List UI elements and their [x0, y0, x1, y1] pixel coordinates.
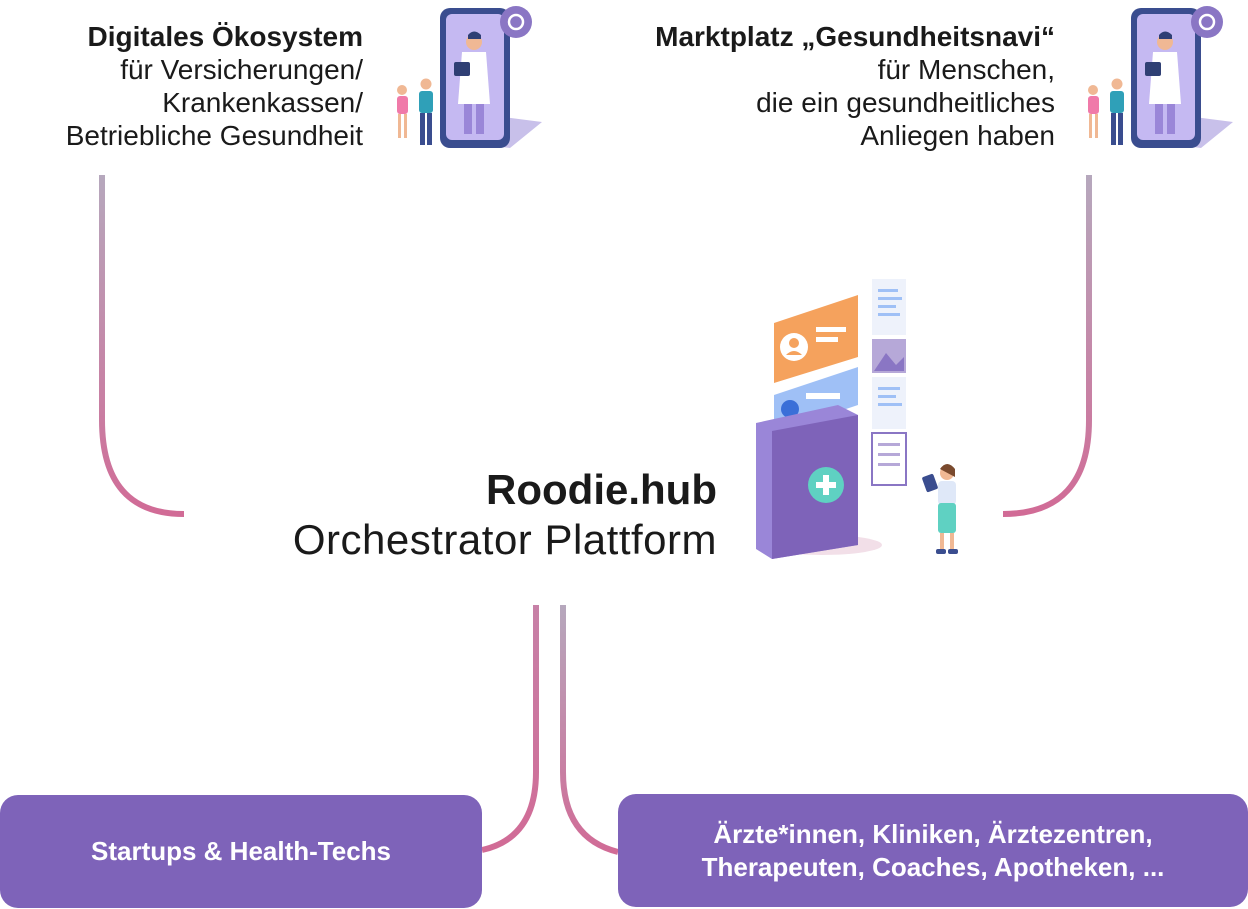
hub-name: Roodie.hub — [486, 466, 717, 513]
doctor-tablet-icon — [1088, 6, 1233, 148]
connector-left — [99, 175, 185, 517]
marketplace-line-1: für Menschen, — [877, 54, 1055, 85]
insurance-ecosystem-title: Digitales Ökosystem — [87, 21, 363, 52]
connector-bottom-left — [481, 605, 539, 853]
startups-label: Startups & Health-Techs — [90, 836, 391, 866]
hub-subtitle: Orchestrator Plattform — [292, 516, 717, 563]
providers-line-2: Therapeuten, Coaches, Apotheken, ... — [701, 851, 1165, 882]
marketplace-title: Marktplatz „Gesundheitsnavi“ — [655, 21, 1055, 52]
insurance-ecosystem-line-2: Krankenkassen/ — [162, 87, 363, 118]
marketplace-line-2: die ein gesundheitliches — [756, 87, 1055, 118]
doctor-tablet-icon — [397, 6, 542, 148]
providers-line-1: Ärzte*innen, Kliniken, Ärztezentren, — [713, 818, 1153, 849]
marketplace-block: Marktplatz „Gesundheitsnavi“ für Mensche… — [655, 20, 1055, 152]
providers-box: Ärzte*innen, Kliniken, Ärztezentren, The… — [618, 794, 1248, 907]
insurance-ecosystem-line-3: Betriebliche Gesundheit — [65, 120, 363, 151]
connector-bottom-right — [560, 605, 619, 855]
connector-right — [1002, 175, 1092, 517]
marketplace-line-3: Anliegen haben — [860, 120, 1055, 151]
health-platform-icon — [756, 279, 958, 559]
startups-box: Startups & Health-Techs — [0, 795, 482, 908]
insurance-ecosystem-line-1: für Versicherungen/ — [120, 54, 363, 85]
insurance-ecosystem-block: Digitales Ökosystem für Versicherungen/ … — [66, 20, 363, 152]
